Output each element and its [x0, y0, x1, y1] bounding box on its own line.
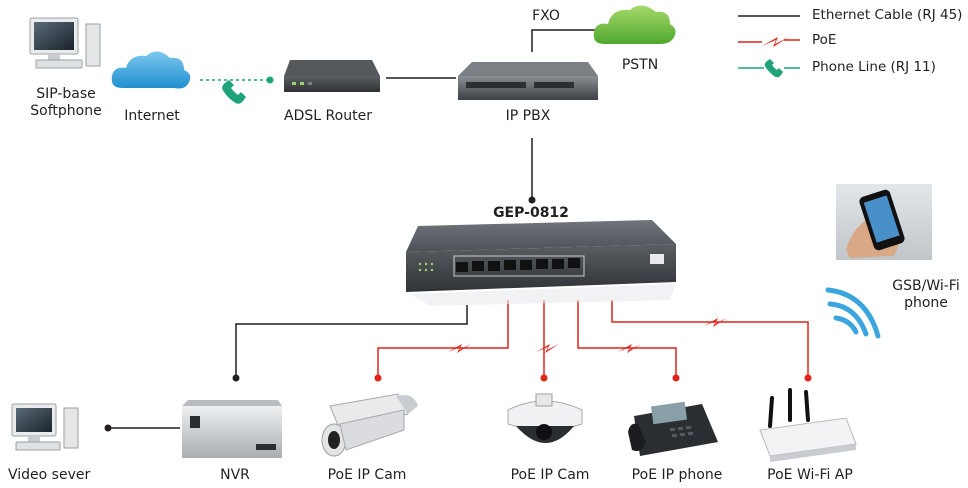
- phone-handset-icon: [222, 80, 246, 104]
- internet-label: Internet: [124, 108, 180, 124]
- ip-pbx-icon: [458, 62, 598, 100]
- poe-bolt-icon: [704, 318, 727, 327]
- bullet-cam-label: PoE IP Cam: [327, 467, 407, 483]
- wifi-ap-label: PoE Wi-Fi AP: [767, 467, 853, 483]
- ip-pbx-label: IP PBX: [505, 108, 551, 124]
- softphone-label-line1: SIP-base: [36, 86, 96, 102]
- wifi-ap-icon: [759, 388, 857, 462]
- poe-bolt-icon: [536, 344, 559, 353]
- mobile-label: GSB/Wi-Fi phone: [892, 278, 959, 312]
- ip-phone-icon: [628, 401, 718, 456]
- poe-link-wifi-ap: [611, 300, 809, 378]
- video-server-label: Video sever: [8, 467, 91, 483]
- link-endpoint-dot: [804, 374, 812, 382]
- link-endpoint-dot: [672, 374, 680, 382]
- wifi-signal-icon: [825, 287, 881, 339]
- dome-cam-label: PoE IP Cam: [510, 467, 590, 483]
- legend-phone-label: Phone Line (RJ 11): [812, 59, 936, 75]
- legend-phone-handset-icon: [764, 59, 783, 78]
- dome-camera-icon: [507, 393, 583, 443]
- smartphone-photo: [836, 184, 932, 260]
- nvr-label: NVR: [220, 467, 250, 483]
- video-server-pc-icon: [11, 403, 79, 451]
- legend: [738, 15, 800, 78]
- connection-lines: [104, 26, 812, 432]
- pstn-cloud-icon: [593, 5, 676, 45]
- mobile-label-line1: GSB/Wi-Fi: [892, 278, 960, 294]
- adsl-router-label: ADSL Router: [284, 108, 372, 124]
- softphone-label: SIP-base Softphone: [30, 86, 101, 120]
- adsl-router-icon: [284, 60, 380, 92]
- poe-bolt-icon: [448, 344, 471, 353]
- link-endpoint-dot: [232, 374, 240, 382]
- legend-poe-label: PoE: [812, 32, 837, 48]
- ethernet-link-pbx-pstn: [531, 29, 604, 52]
- mobile-label-line2: phone: [904, 295, 948, 311]
- link-endpoint-dot: [540, 374, 548, 382]
- link-endpoint-dot: [104, 424, 112, 432]
- poe-link-bullet-cam: [377, 300, 509, 378]
- poe-bolt-icon: [618, 344, 641, 353]
- legend-ethernet-label: Ethernet Cable (RJ 45): [812, 7, 963, 23]
- softphone-label-line2: Softphone: [30, 103, 102, 119]
- poe-link-ip-phone: [577, 300, 677, 378]
- fxo-label: FXO: [532, 8, 560, 24]
- pstn-label: PSTN: [621, 57, 659, 73]
- switch-model-label: GEP-0812: [493, 205, 569, 221]
- ip-phone-label: PoE IP phone: [631, 467, 723, 483]
- bullet-camera-icon: [321, 393, 418, 457]
- internet-cloud-icon: [111, 51, 191, 89]
- desktop-pc-icon: [29, 17, 101, 69]
- link-endpoint-dot: [266, 76, 274, 84]
- legend-poe-bolt-icon: [762, 37, 789, 47]
- gep-0812-switch-icon: [406, 220, 676, 306]
- ethernet-link-switch-nvr: [235, 305, 468, 378]
- link-endpoint-dot: [528, 196, 536, 204]
- nvr-icon: [182, 400, 282, 458]
- link-endpoint-dot: [374, 374, 382, 382]
